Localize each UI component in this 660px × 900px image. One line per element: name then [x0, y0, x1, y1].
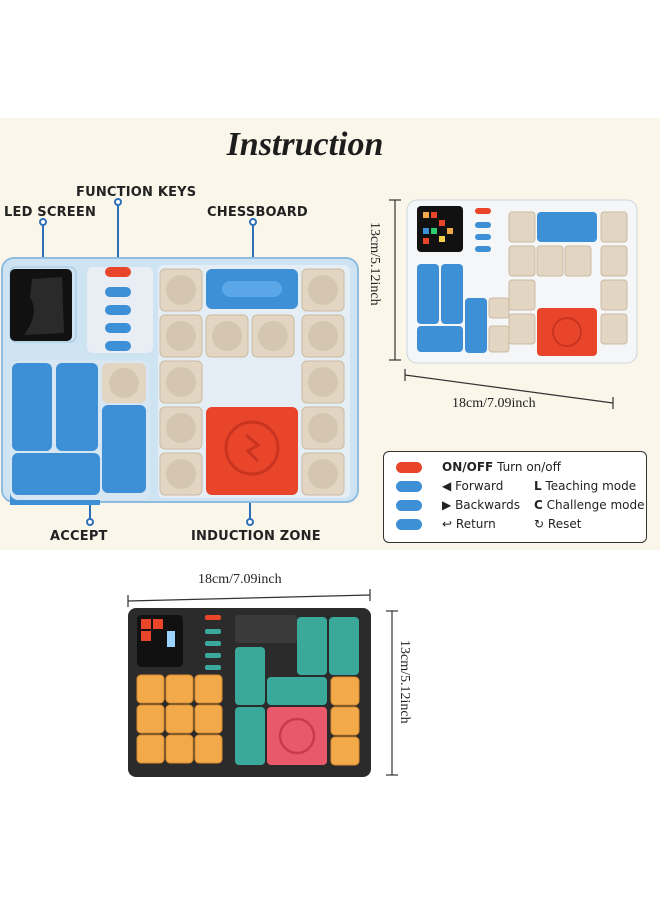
challenge-mode-label: Challenge mode	[546, 498, 645, 512]
reset-icon: ↻	[534, 517, 545, 531]
teaching-key-label: L	[534, 479, 542, 493]
page-title: Instruction	[226, 126, 384, 163]
on-off-key-label: ON/OFF	[442, 460, 494, 474]
dark-board-dimension-lines	[127, 589, 398, 776]
backwards-label: Backwards	[455, 498, 520, 512]
small-board-height-label: 13cm/5.12inch	[367, 222, 382, 306]
induction-zone-label: INDUCTION ZONE	[191, 529, 321, 544]
small-board-dimension-lines	[389, 199, 614, 409]
forward-key-swatch	[396, 481, 422, 492]
return-icon: ↩	[442, 517, 453, 531]
chessboard-label: CHESSBOARD	[207, 205, 308, 220]
function-key-legend: ON/OFF Turn on/off ◀ Forward ▶ Backwards…	[383, 451, 647, 543]
teaching-mode-label: Teaching mode	[545, 479, 637, 493]
dark-board-height-label: 13cm/5.12inch	[397, 640, 412, 724]
return-key-swatch	[396, 519, 422, 530]
dark-board-width-label: 18cm/7.09inch	[198, 572, 282, 587]
forward-icon: ◀	[442, 479, 452, 493]
backwards-icon: ▶	[442, 498, 452, 512]
reset-label: Reset	[547, 517, 582, 531]
accept-label: ACCEPT	[50, 529, 108, 544]
small-puzzle-board	[406, 199, 638, 364]
on-off-description: Turn on/off	[497, 460, 561, 474]
on-off-key-swatch	[396, 462, 422, 473]
backwards-key-swatch	[396, 500, 422, 511]
small-board-width-label: 18cm/7.09inch	[452, 396, 536, 411]
large-puzzle-board	[1, 257, 359, 505]
led-screen-label: LED SCREEN	[4, 205, 97, 220]
challenge-key-label: C	[534, 498, 543, 512]
return-label: Return	[455, 517, 496, 531]
function-keys-label: FUNCTION KEYS	[76, 185, 197, 200]
dark-puzzle-board	[128, 608, 371, 777]
forward-label: Forward	[455, 479, 504, 493]
